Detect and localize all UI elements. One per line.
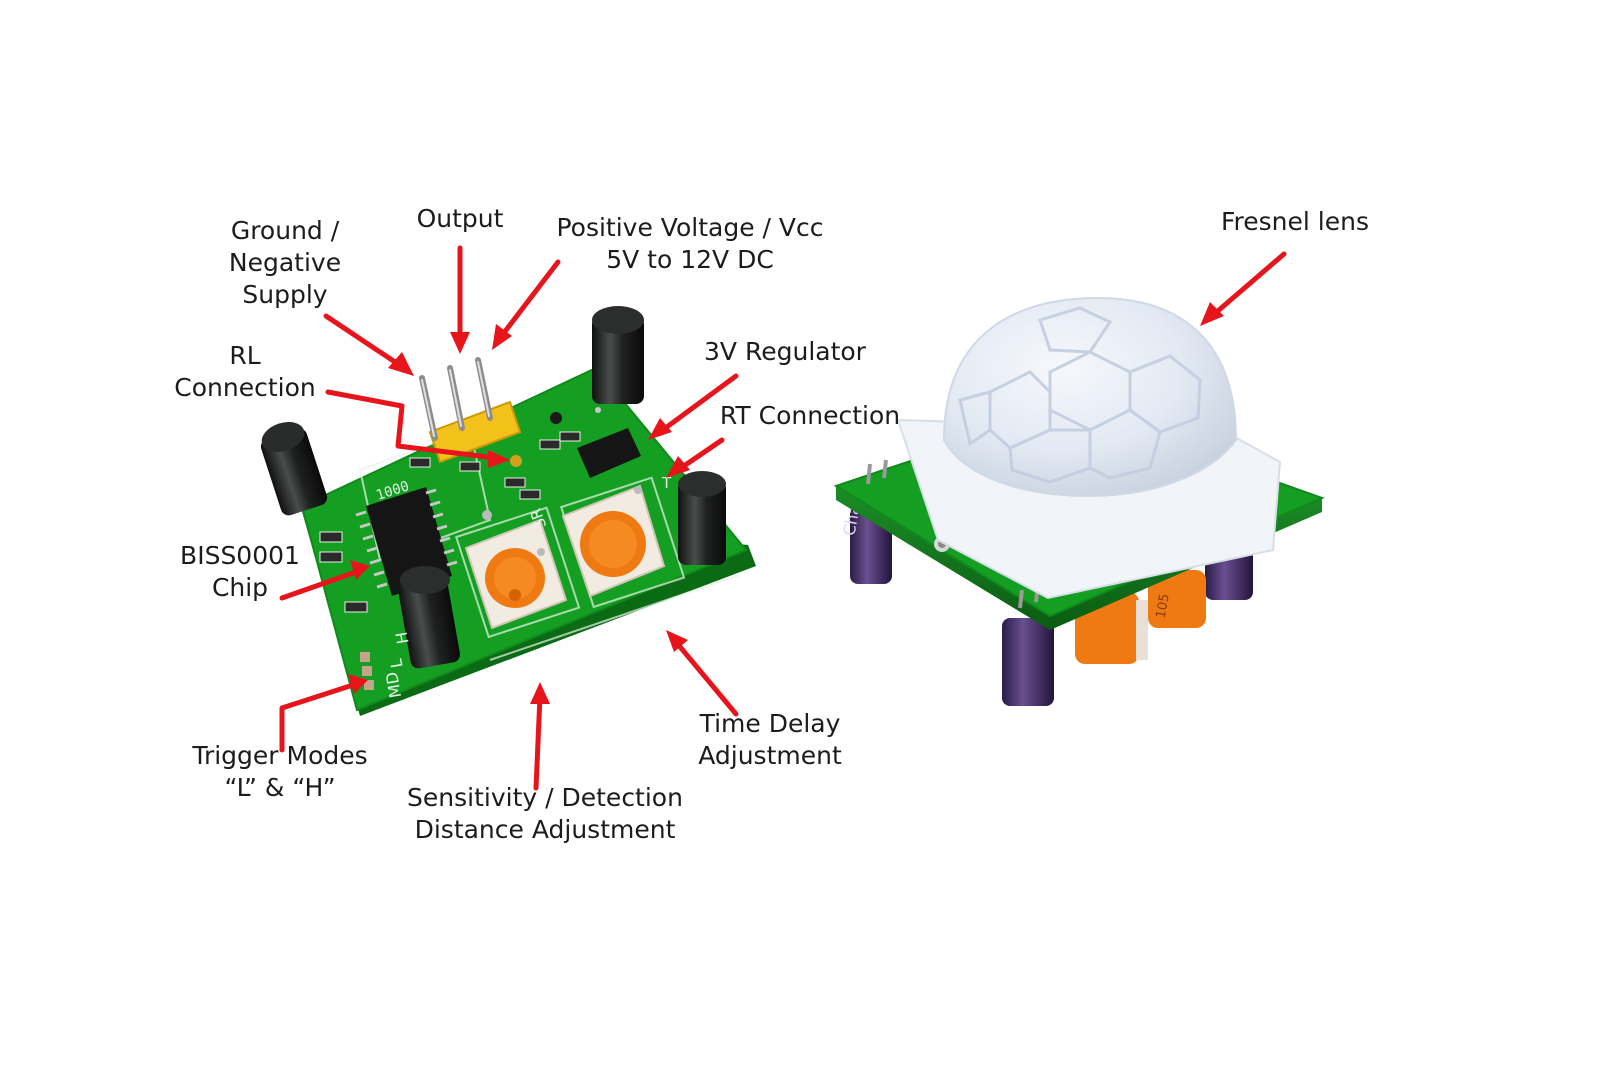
mode-l-text: L [386,657,406,669]
mode-h-text: H [392,630,413,645]
capacitor-bottom [398,566,460,669]
label-sensitivity: Sensitivity / Detection Distance Adjustm… [395,782,695,846]
arrow-fresnel [1200,251,1287,326]
arrow-output [450,245,470,354]
arrow-rt [666,437,725,478]
label-fresnel: Fresnel lens [1210,206,1380,238]
trigger-mode-pads [360,652,374,690]
label-rl-line1: RL [229,341,261,370]
label-biss-line2: Chip [211,573,269,602]
right-pcb-board: Chang 105 [833,296,1325,706]
label-trigger: Trigger Modes “L” & “H” [175,740,385,804]
arrow-sensitivity [530,682,550,791]
label-biss: BISS0001 Chip [160,540,320,604]
capacitor-right [678,471,726,565]
time-delay-potentiometer [561,484,666,598]
label-fresnel-line1: Fresnel lens [1220,207,1369,236]
label-rl-line2: Connection [174,373,316,402]
label-rt: RT Connection [710,400,910,432]
capacitor-purple-front [1002,618,1054,706]
label-vcc-line1: Positive Voltage / Vcc [556,213,824,242]
sensitivity-potentiometer [464,518,568,630]
arrow-ground [323,313,414,376]
pot-label-sr: SR [527,506,551,531]
label-time-delay: Time Delay Adjustment [680,708,860,772]
arrow-regulator [648,373,739,440]
pot-silkscreen-text: 105 [1154,593,1173,620]
pot-label-t: T [661,474,672,492]
label-time-delay-line2: Adjustment [698,741,842,770]
regulator-chip [577,428,641,478]
arrow-time-delay [666,630,739,717]
left-pcb-board: 1000 SR T [260,306,756,716]
label-biss-line1: BISS0001 [180,541,300,570]
label-rl: RL Connection [160,340,330,404]
label-ground-line3: Supply [242,280,328,309]
label-rt-line1: RT Connection [719,401,901,430]
label-regulator-line1: 3V Regulator [704,337,866,366]
label-vcc-line2: 5V to 12V DC [606,245,774,274]
arrow-vcc [492,259,561,350]
label-output: Output [400,203,520,235]
label-regulator: 3V Regulator [690,336,880,368]
label-vcc: Positive Voltage / Vcc 5V to 12V DC [530,212,850,276]
label-output-line1: Output [416,204,504,233]
arrow-trigger [279,674,368,753]
arrow-biss [279,560,370,601]
label-sensitivity-line1: Sensitivity / Detection [407,783,683,812]
annotation-arrows [279,245,1287,791]
capacitor-top-left [260,422,328,516]
fresnel-lens-dome [942,296,1238,498]
label-ground-line1: Ground / [230,216,340,245]
label-trigger-line2: “L” & “H” [224,773,336,802]
label-ground: Ground / Negative Supply [210,215,360,311]
arrow-rl [325,389,510,468]
capacitor-top-right [592,306,644,404]
label-sensitivity-line2: Distance Adjustment [414,815,676,844]
mode-md-text: MD [382,670,405,699]
label-ground-line2: Negative [228,248,342,277]
label-time-delay-line1: Time Delay [699,709,841,738]
label-trigger-line1: Trigger Modes [192,741,368,770]
